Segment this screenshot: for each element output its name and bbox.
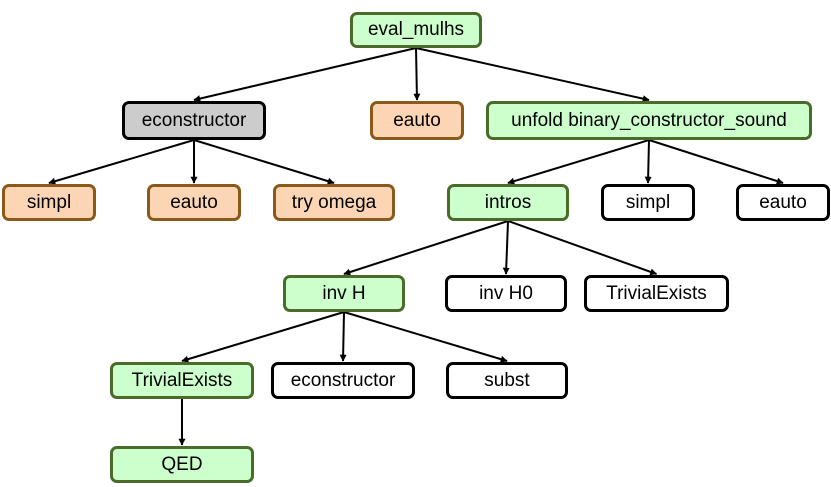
node-eval-mulhs: eval_mulhs <box>350 12 482 48</box>
edge-eval_mulhs-to-unfold <box>415 47 650 103</box>
edge-inv_h-to-subst <box>343 311 508 363</box>
edge-unfold-to-simpl_right <box>644 139 652 184</box>
edge-inv_h-to-trivial_exists_left <box>181 311 345 363</box>
node-simpl: simpl <box>2 184 96 221</box>
edge-econstructor_top-to-simpl_left <box>48 139 195 185</box>
node-econstructor: econstructor <box>271 362 415 399</box>
edge-eval_mulhs-to-econstructor_top <box>193 47 417 102</box>
node-simpl: simpl <box>601 184 695 221</box>
node-trivial-exists: TrivialExists <box>110 362 254 399</box>
edge-intros-to-inv_h0 <box>502 220 510 275</box>
node-unfold-binary-constructor-sound: unfold binary_constructor_sound <box>486 101 812 140</box>
edge-intros-to-trivial_exists_right <box>507 220 658 276</box>
node-subst: subst <box>446 362 568 399</box>
node-eauto: eauto <box>147 184 241 221</box>
edge-intros-to-inv_h <box>343 220 509 276</box>
node-inv-h: inv H <box>283 275 405 312</box>
node-econstructor: econstructor <box>122 101 266 140</box>
node-qed: QED <box>110 446 254 483</box>
node-try-omega: try omega <box>273 184 395 221</box>
edge-inv_h-to-econstructor_bottom <box>339 311 347 362</box>
edge-unfold-to-eauto_right <box>648 139 784 185</box>
node-eauto: eauto <box>736 184 830 221</box>
edge-econstructor_top-to-try_omega <box>193 139 335 185</box>
node-intros: intros <box>447 184 569 221</box>
node-trivial-exists: TrivialExists <box>584 275 729 312</box>
node-inv-h0: inv H0 <box>445 275 567 312</box>
edge-eval_mulhs-to-eauto_mid <box>413 47 421 101</box>
node-eauto: eauto <box>370 101 464 140</box>
edge-unfold-to-intros <box>507 139 650 185</box>
